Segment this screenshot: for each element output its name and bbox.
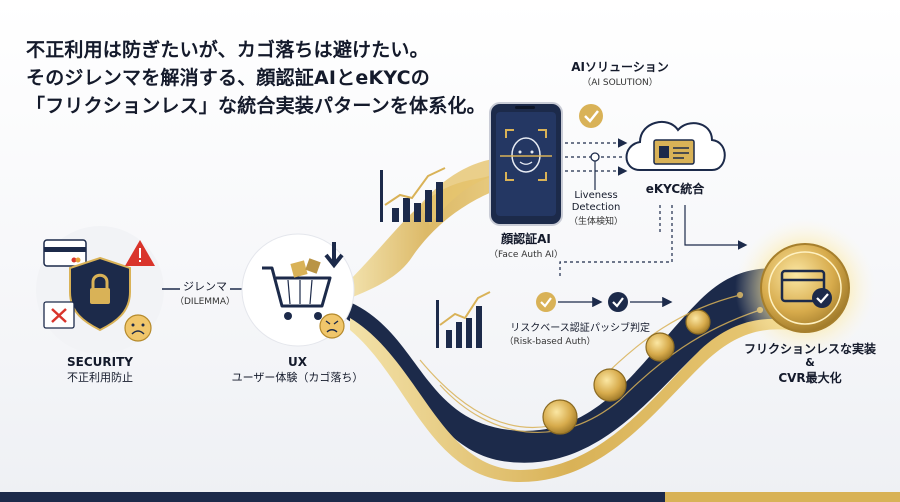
headline-line-2: そのジレンマを解消する、顔認証AIとeKYCの [26, 67, 431, 89]
bottom-bar-gold-segment [665, 492, 900, 502]
headline-line-1: 不正利用は防ぎたいが、カゴ落ちは避けたい。 [26, 39, 429, 61]
bar-chart-icon-lower [436, 291, 491, 348]
result-line-1: フリクションレスな実装 [743, 342, 876, 356]
ux-label: UX ユーザー体験（カゴ落ち） [225, 355, 370, 385]
ekyc-label: eKYC統合 [635, 180, 715, 197]
security-illustration [36, 226, 164, 354]
security-label: SECURITY 不正利用防止 [45, 355, 155, 385]
coin-icons [542, 309, 711, 435]
security-title: SECURITY [67, 355, 133, 369]
ux-illustration [241, 233, 355, 347]
gold-flow-ribbon [345, 165, 510, 300]
passive-title: パッシブ判定 [590, 323, 650, 334]
result-label: フリクションレスな実装 & CVR最大化 [740, 340, 880, 386]
headline: 不正利用は防ぎたいが、カゴ落ちは避けたい。 そのジレンマを解消する、顔認証AIと… [26, 36, 496, 120]
risk-based-label: リスクベース認証 （Risk-based Auth） [500, 319, 600, 347]
risk-based-title: リスクベース認証 [510, 323, 590, 334]
bar-chart-icon-upper [380, 167, 446, 222]
ekyc-title: eKYC統合 [645, 182, 705, 196]
ux-title: UX [288, 355, 307, 369]
bottom-bar [0, 492, 900, 502]
result-illustration [735, 218, 875, 358]
ai-solution-title: AIソリューション [571, 60, 669, 74]
passive-check-icon [608, 292, 628, 312]
ekyc-down-connectors [559, 205, 748, 278]
face-auth-label: 顔認証AI （Face Auth AI） [476, 230, 576, 260]
result-line-2: CVR最大化 [778, 371, 842, 385]
dilemma-subtitle: （DILEMMA） [175, 297, 235, 307]
face-auth-title: 顔認証AI [501, 232, 551, 246]
liveness-label: Liveness Detection （生体検知） [566, 190, 626, 227]
liveness-line-1: Liveness [574, 190, 618, 201]
phone-face-auth-illustration [489, 102, 563, 226]
liveness-node [590, 152, 600, 162]
gold-edge-ribbon [350, 318, 790, 482]
result-ampersand: & [805, 356, 815, 369]
ux-subtitle: ユーザー体験（カゴ落ち） [231, 371, 364, 384]
risk-based-check-icon [536, 292, 556, 312]
ai-solution-subtitle: （AI SOLUTION） [582, 78, 658, 88]
headline-line-3: 「フリクションレス」な統合実装パターンを体系化。 [26, 95, 486, 117]
liveness-subtitle: （生体検知） [568, 217, 623, 227]
risk-based-subtitle: （Risk-based Auth） [504, 337, 596, 347]
dilemma-label: ジレンマ （DILEMMA） [175, 278, 235, 307]
liveness-line-2: Detection [571, 202, 621, 213]
ai-solution-label: AIソリューション （AI SOLUTION） [560, 58, 680, 88]
ai-solution-check-icon [579, 104, 603, 128]
security-subtitle: 不正利用防止 [67, 371, 133, 384]
face-auth-subtitle: （Face Auth AI） [489, 250, 563, 260]
navy-flow-ribbon [345, 268, 790, 463]
passive-label: パッシブ判定 [585, 319, 655, 334]
dilemma-title: ジレンマ [183, 280, 227, 293]
ekyc-cloud-illustration [625, 121, 726, 171]
